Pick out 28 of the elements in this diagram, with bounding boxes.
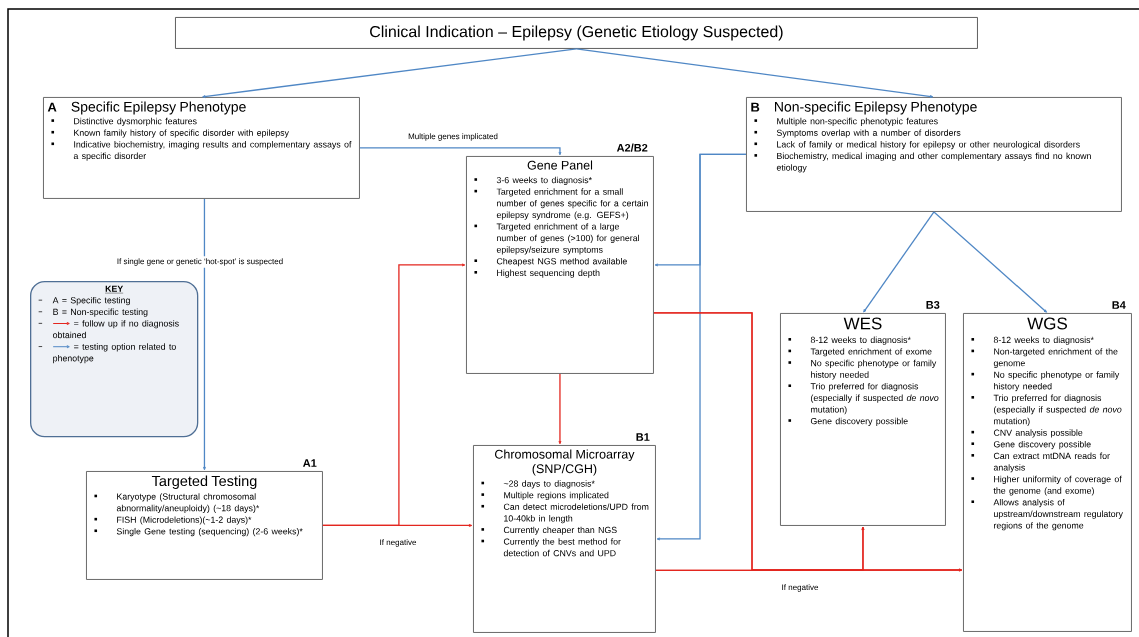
box-label: A1 <box>303 459 317 467</box>
phenotype-box: B Non-specific Epilepsy Phenotype Multiple non-specific phenotypic features Symptoms overlap with a number of disorders Lack of family or medical history for epilepsy or other neurological disorders Biochemistry, medical imaging and other complementary assays find no known etiology <box>746 97 1122 212</box>
arrow <box>933 211 1048 313</box>
test-box: WES 8-12 weeks to diagnosis* Targeted enrichment of exome No specific phenotype or family history needed Trio preferred for diagnosis (especially if suspected de novo mutation) Gene discovery possible <box>780 313 946 526</box>
arrow <box>575 48 934 98</box>
phenotype-box: A Specific Epilepsy Phenotype Distinctive dysmorphic features Known family history of specific disorder with epilepsy Indicative biochemistry, imaging results and complementary assays of a specific disorder <box>43 97 360 199</box>
test-box: Targeted Testing Karyotype (Structural chromosomal abnormality/aneuploidy) (~18 days)* FISH (Microdeletions)(~1-2 days)* Single Gene testing (sequencing) (2-6 weeks)* <box>86 471 323 580</box>
arrow <box>322 524 473 527</box>
test-box: WGS 8-12 weeks to diagnosis* Non-targeted enrichment of the genome No specific phenotype or family history needed Trio preferred for diagnosis (especially if suspected de novo mutation) CNV analysis possible Gene discovery possible Can extract mtDNA reads for analysis Higher uniformity of coverage of the genome (and exome) Allows analysis of upstream/downstream regulatory regions of the genome <box>963 313 1132 632</box>
edge-label: If negative <box>779 582 821 594</box>
test-box: Gene Panel 3-6 weeks to diagnosis* Targeted enrichment for a small number of genes specific for a certain epilepsy syndrome (e.g. GEFS+) Targeted enrichment of a large number of genes (>100) for general epilepsy/seizure symptoms Cheapest NGS method available Highest sequencing depth <box>466 156 654 374</box>
box-label: B1 <box>636 433 650 441</box>
arrow <box>202 48 578 98</box>
arrow <box>655 568 963 572</box>
key-box: KEY A = Specific testing B = Non-specific testing = follow up if no diagnosis obtained = testing option related to phenotype <box>30 281 199 438</box>
box-label: B3 <box>926 301 940 309</box>
arrow <box>558 373 562 445</box>
arrow <box>656 153 747 541</box>
edge-label: If negative <box>377 537 419 549</box>
arrow <box>863 211 935 313</box>
box-label: B4 <box>1112 301 1126 309</box>
title-box: Clinical Indication – Epilepsy (Genetic Etiology Suspected) <box>175 17 978 49</box>
arrow <box>359 147 562 156</box>
arrow <box>203 198 206 471</box>
edge-label: Multiple genes implicated <box>406 131 500 143</box>
test-box: Chromosomal Microarray (SNP/CGH) ~28 days to diagnosis* Multiple regions implicated Can detect microdeletions/UPD from 10-40kb in length Currently cheaper than NGS Currently the best method for detection of CNVs and UPD <box>473 445 656 633</box>
edge-label: If single gene or genetic ‘hot-spot’ is suspected <box>114 256 286 268</box>
box-label: A2/B2 <box>616 143 648 152</box>
